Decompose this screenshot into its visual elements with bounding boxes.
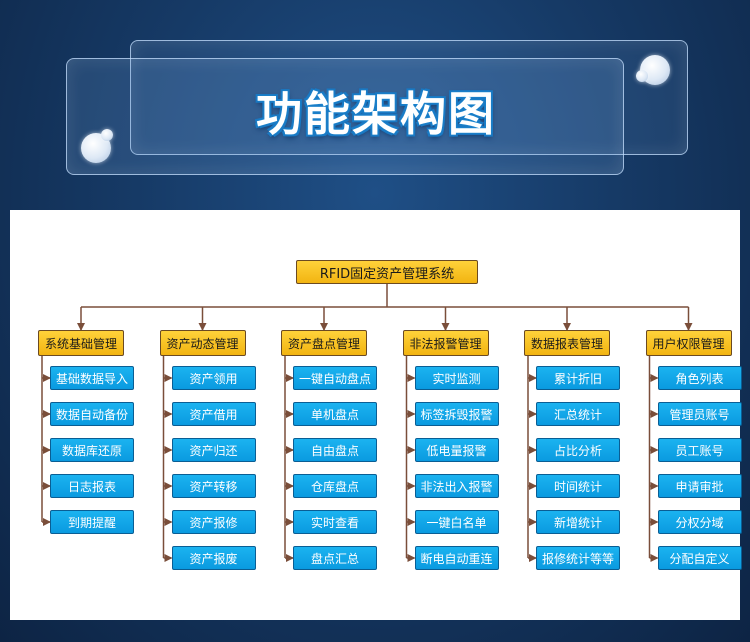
connector-lines xyxy=(41,284,693,562)
feature-node: 分配自定义 xyxy=(657,546,742,570)
feature-node: 汇总统计 xyxy=(536,402,620,426)
feature-node: 员工账号 xyxy=(657,438,742,462)
module-header: 用户权限管理 xyxy=(645,330,732,356)
feature-node: 一键白名单 xyxy=(414,510,499,534)
feature-node: 非法出入报警 xyxy=(414,474,499,498)
feature-node: 新增统计 xyxy=(536,510,620,534)
root-node: RFID固定资产管理系统 xyxy=(296,260,478,284)
feature-node: 仓库盘点 xyxy=(293,474,377,498)
feature-node: 到期提醒 xyxy=(50,510,134,534)
feature-node: 实时查看 xyxy=(293,510,377,534)
feature-node: 低电量报警 xyxy=(414,438,499,462)
feature-node: 日志报表 xyxy=(50,474,134,498)
decor-bubble-small xyxy=(101,129,113,141)
feature-node: 标签拆毁报警 xyxy=(414,402,499,426)
feature-node: 管理员账号 xyxy=(657,402,742,426)
banner-title: 功能架构图 xyxy=(256,87,496,141)
feature-node: 资产领用 xyxy=(171,366,256,390)
feature-node: 数据自动备份 xyxy=(50,402,134,426)
feature-node: 资产转移 xyxy=(171,474,256,498)
feature-node: 实时监测 xyxy=(414,366,499,390)
feature-node: 报修统计等等 xyxy=(536,546,620,570)
feature-node: 自由盘点 xyxy=(293,438,377,462)
feature-node: 累计折旧 xyxy=(536,366,620,390)
feature-node: 资产借用 xyxy=(171,402,256,426)
feature-node: 时间统计 xyxy=(536,474,620,498)
feature-node: 角色列表 xyxy=(657,366,742,390)
feature-node: 分权分域 xyxy=(657,510,742,534)
feature-node: 单机盘点 xyxy=(293,402,377,426)
architecture-diagram: RFID固定资产管理系统 系统基础管理基础数据导入数据自动备份数据库还原日志报表… xyxy=(10,210,742,620)
feature-node: 数据库还原 xyxy=(50,438,134,462)
feature-node: 资产归还 xyxy=(171,438,256,462)
feature-node: 资产报废 xyxy=(171,546,256,570)
banner-glass-front xyxy=(66,58,624,175)
feature-node: 基础数据导入 xyxy=(50,366,134,390)
feature-node: 断电自动重连 xyxy=(414,546,499,570)
module-header: 系统基础管理 xyxy=(38,330,124,356)
feature-node: 一键自动盘点 xyxy=(293,366,377,390)
decor-bubble-small xyxy=(636,70,648,82)
feature-node: 盘点汇总 xyxy=(293,546,377,570)
feature-node: 申请审批 xyxy=(657,474,742,498)
module-header: 数据报表管理 xyxy=(524,330,610,356)
module-header: 资产动态管理 xyxy=(159,330,246,356)
feature-node: 占比分析 xyxy=(536,438,620,462)
feature-node: 资产报修 xyxy=(171,510,256,534)
module-header: 资产盘点管理 xyxy=(281,330,367,356)
module-header: 非法报警管理 xyxy=(402,330,489,356)
banner-glass-back xyxy=(130,40,688,155)
